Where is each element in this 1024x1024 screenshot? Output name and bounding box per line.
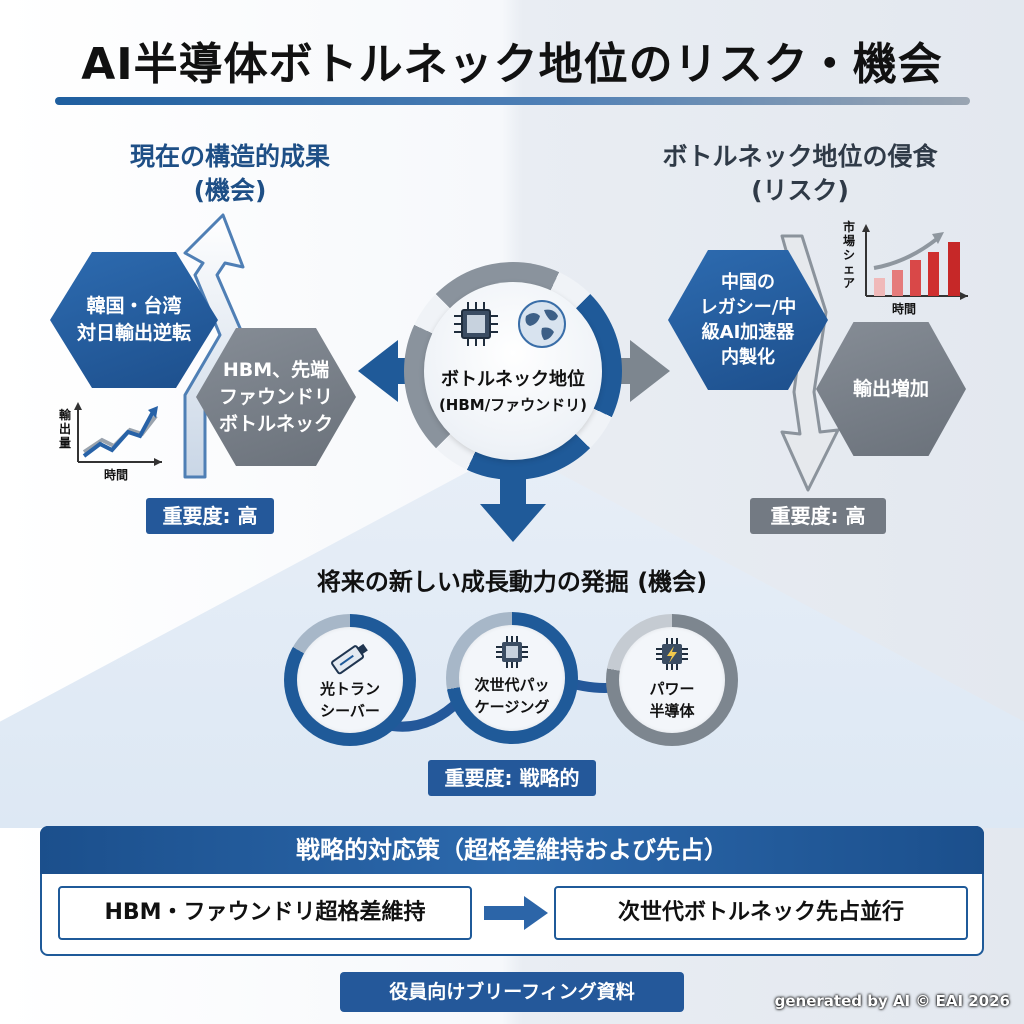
market-axis-char3: シ [842,248,855,262]
strategy-item-maintain-lead: HBM・ファウンドリ超格差維持 [58,886,472,940]
hub-subtitle: (HBM/ファウンドリ) [438,396,588,414]
hex-china-line4: 内製化 [720,347,775,368]
opportunity-heading-line1: 現在の構造的成果 [129,142,330,171]
hex-hbm-bottleneck-line1: HBM、先端 [222,358,330,381]
market-share-axis-label: 市 場 シ ェ ア [842,220,856,290]
transceiver-icon [331,643,368,675]
importance-badge-opportunity: 重要度: 高 [146,498,274,534]
future-growth-heading: 将来の新しい成長動力の発掘 (機会) [316,568,708,596]
hex-export-reversal-line2: 対日輸出逆転 [76,322,191,344]
chip-icon [496,636,528,668]
hub-center [424,282,602,460]
page-title: AI半導体ボトルネック地位のリスク・機会 [81,39,943,90]
hex-china-line3: 級AI加速器 [701,322,795,343]
down-arrow-icon [780,234,840,492]
market-axis-char4: ェ [842,262,855,276]
export-trend-chart-icon [74,402,162,466]
export-axis-char3: 量 [58,436,71,450]
growth-item-packaging: 次世代パッ ケージング [446,612,578,744]
strategy-item-preempt: 次世代ボトルネック先占並行 [554,886,968,940]
credit-text: generated by AI © EAI 2026 [774,992,1010,1010]
growth-item-transceiver: 光トラン シーバー [284,614,416,746]
market-time-axis-label: 時間 [892,302,917,316]
growth-item-transceiver-line1: 光トラン [319,680,380,698]
briefing-label: 役員向けブリーフィング資料 [340,972,684,1012]
growth-item-power: パワー 半導体 [606,614,738,746]
strategy-heading: 戦略的対応策（超格差維持および先占） [40,826,984,874]
risk-heading: ボトルネック地位の侵食 (リスク) [620,140,980,208]
market-share-chart-icon [862,224,968,300]
risk-heading-line1: ボトルネック地位の侵食 [662,142,938,171]
right-arrow-icon [484,896,548,930]
hex-china-localization: 中国の レガシー/中 級AI加速器 内製化 [668,250,828,390]
importance-badge-risk: 重要度: 高 [750,498,886,534]
opportunity-heading: 現在の構造的成果 (機会) [80,140,380,208]
hex-hbm-bottleneck-line3: ボトルネック [218,412,333,435]
hex-export-increase-label: 輸出増加 [852,377,929,400]
market-axis-char2: 場 [842,234,855,248]
title-divider [55,97,970,105]
hex-china-line1: 中国の [720,272,775,293]
hex-hbm-bottleneck-line2: ファウンドリ [218,385,333,408]
growth-item-packaging-line2: ケージング [474,698,550,716]
growth-item-power-line1: パワー [649,680,695,698]
export-volume-axis-label: 輸 出 量 [58,408,72,450]
globe-icon [518,300,566,348]
hex-china-line2: レガシー/中 [699,297,797,318]
growth-item-packaging-line1: 次世代パッ [474,676,550,694]
chip-icon [454,302,498,346]
export-axis-char2: 出 [58,422,71,436]
market-axis-char1: 市 [842,220,855,234]
growth-item-power-line2: 半導体 [649,702,695,720]
export-time-axis-label: 時間 [104,468,129,482]
market-axis-char5: ア [842,276,855,290]
importance-badge-strategic: 重要度: 戦略的 [428,760,596,796]
export-axis-char1: 輸 [58,408,71,422]
hex-export-reversal-line1: 韓国・台湾 [86,295,182,317]
down-center-arrow-icon [480,470,546,542]
hex-export-increase: 輸出増加 [816,322,966,456]
hub-title: ボトルネック地位 [441,369,585,390]
right-arrow-icon [614,340,670,402]
growth-item-transceiver-line2: シーバー [320,702,380,720]
left-arrow-icon [358,340,414,402]
risk-heading-line2: (リスク) [751,176,849,205]
opportunity-heading-line2: (機会) [193,176,267,205]
power-chip-icon [656,638,688,670]
